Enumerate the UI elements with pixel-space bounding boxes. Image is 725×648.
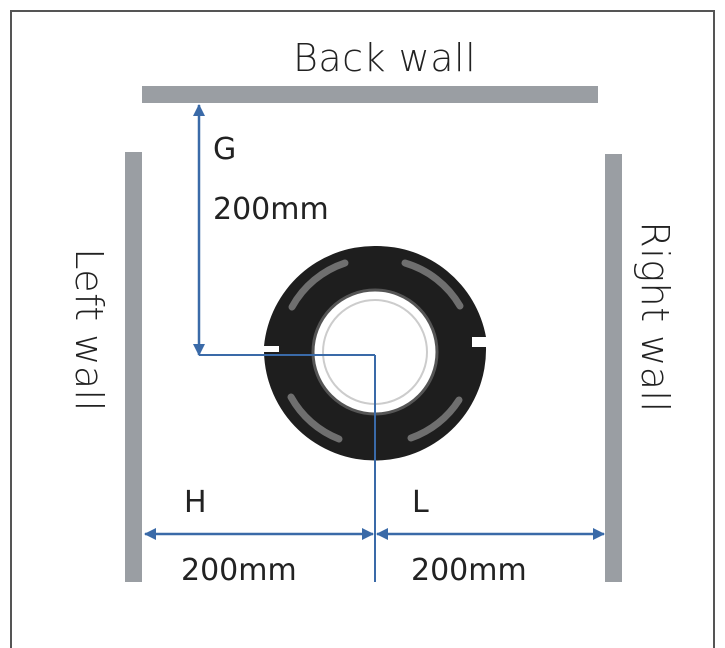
left-wall [125, 152, 142, 582]
h-dimension-value: 200mm [181, 553, 297, 588]
l-dimension-value: 200mm [411, 553, 527, 588]
flange-icon [264, 245, 487, 461]
right-wall [605, 154, 622, 582]
left-wall-label: Left wall [67, 248, 111, 412]
back-wall [142, 86, 598, 103]
g-dimension-letter: G [213, 132, 237, 167]
diagram-frame [10, 10, 715, 648]
right-wall-label: Right wall [633, 221, 677, 413]
back-wall-label: Back wall [293, 36, 477, 80]
l-dimension-letter: L [412, 485, 429, 520]
h-dimension-letter: H [184, 485, 207, 520]
g-dimension-value: 200mm [213, 192, 329, 227]
